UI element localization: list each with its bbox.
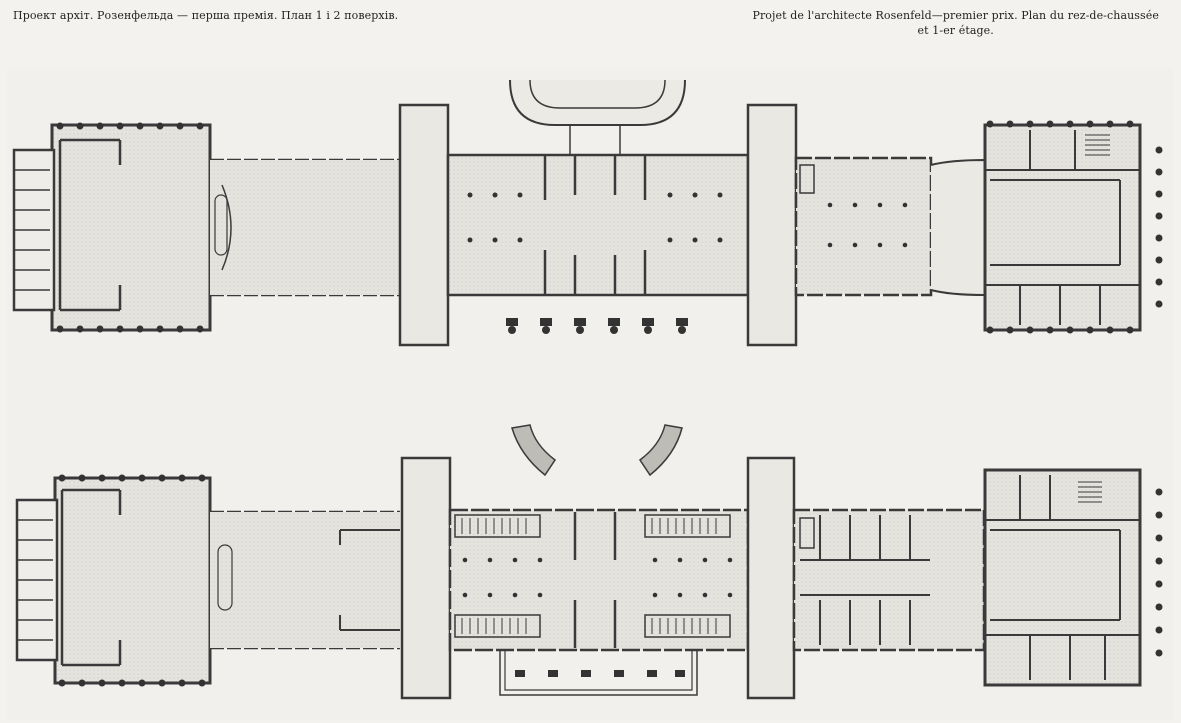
caption-french-line2: et 1-er étage. [917, 24, 994, 37]
caption-ukrainian: Проект архіт. Розенфельда — перша премія… [13, 9, 399, 22]
plan-ground-floor [12, 79, 1163, 347]
plan-first-floor [15, 424, 1163, 700]
caption-french: Projet de l'architecte Rosenfeld—premier… [752, 8, 1159, 38]
caption-french-line1: Projet de l'architecte Rosenfeld—premier… [752, 9, 1159, 22]
